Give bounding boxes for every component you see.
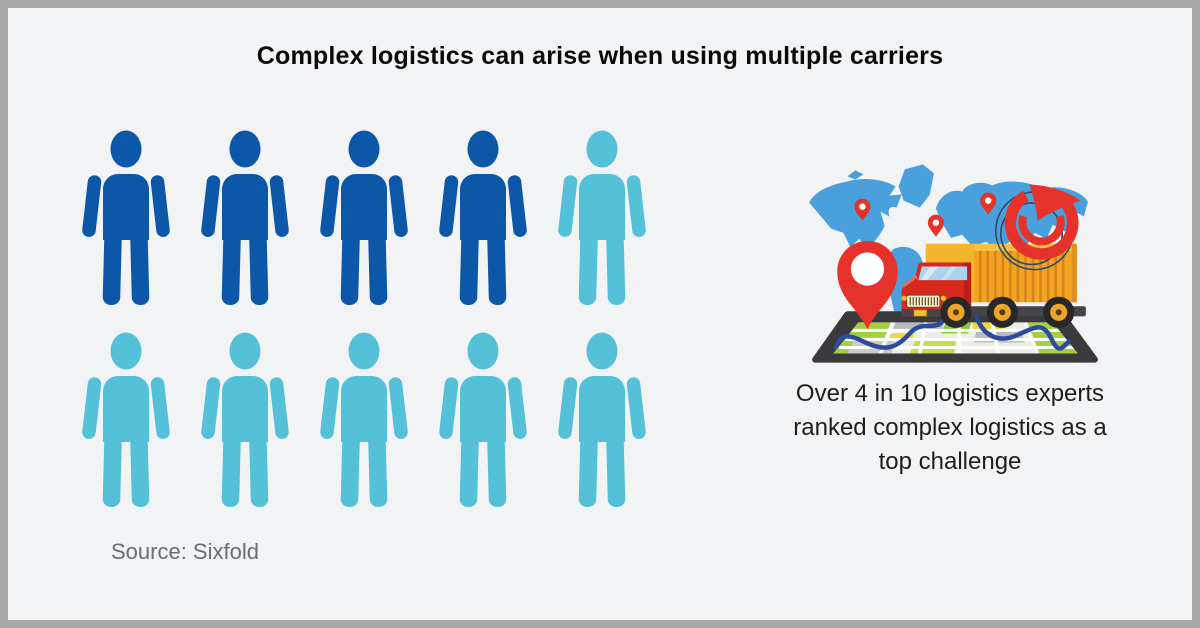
person-icon-highlighted bbox=[314, 128, 414, 306]
person-icon bbox=[195, 330, 295, 508]
caption-line: top challenge bbox=[878, 448, 1022, 475]
truck-icon bbox=[901, 243, 1086, 328]
logistics-illustration bbox=[795, 158, 1107, 375]
person-icon-highlighted bbox=[76, 128, 176, 306]
person-icon-highlighted bbox=[195, 128, 295, 306]
route-line bbox=[832, 313, 1072, 351]
caption-line: Over 4 in 10 logistics experts bbox=[795, 380, 1105, 407]
source-label: Source: Sixfold bbox=[111, 539, 259, 564]
wheel-icons bbox=[940, 296, 1075, 328]
caption-text: Over 4 in 10 logistics experts ranked co… bbox=[720, 377, 1180, 479]
person-icon bbox=[552, 128, 652, 306]
pictogram-grid bbox=[66, 128, 661, 508]
person-icon bbox=[552, 330, 652, 508]
small-location-pin-icons bbox=[854, 192, 997, 237]
caption-line: ranked complex logistics as a bbox=[793, 414, 1107, 441]
person-icon-highlighted bbox=[433, 128, 533, 306]
person-icon bbox=[433, 330, 533, 508]
circular-arrow-icon bbox=[994, 184, 1081, 271]
page-title: Complex logistics can arise when using m… bbox=[256, 42, 944, 70]
person-icon bbox=[76, 330, 176, 508]
person-icon bbox=[314, 330, 414, 508]
large-location-pin-icon bbox=[837, 240, 898, 330]
